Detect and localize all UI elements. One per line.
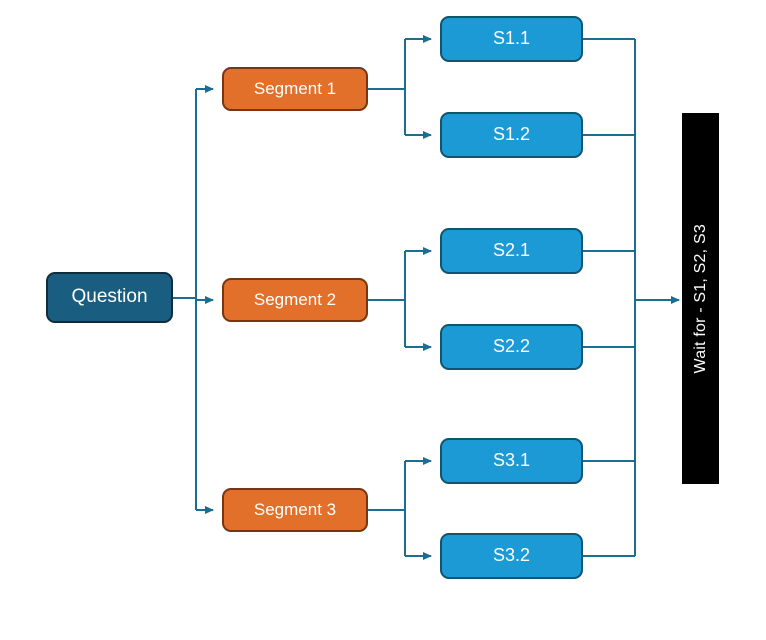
node-subtask-s3-2-label: S3.2 (492, 545, 531, 566)
node-subtask-s2-2[interactable]: S2.2 (440, 324, 583, 370)
node-wait-barrier-label: Wait for - S1, S2, S3 (691, 223, 709, 374)
node-segment-1-label: Segment 1 (253, 78, 337, 98)
node-segment-2[interactable]: Segment 2 (222, 278, 368, 322)
node-segment-3-label: Segment 3 (253, 499, 337, 519)
node-subtask-s1-1[interactable]: S1.1 (440, 16, 583, 62)
node-wait-barrier[interactable]: Wait for - S1, S2, S3 (682, 113, 719, 484)
node-subtask-s2-1[interactable]: S2.1 (440, 228, 583, 274)
node-subtask-s2-2-label: S2.2 (492, 336, 531, 357)
node-subtask-s3-1[interactable]: S3.1 (440, 438, 583, 484)
node-subtask-s1-2-label: S1.2 (492, 124, 531, 145)
node-segment-3[interactable]: Segment 3 (222, 488, 368, 532)
node-subtask-s3-2[interactable]: S3.2 (440, 533, 583, 579)
node-segment-2-label: Segment 2 (253, 289, 337, 309)
node-subtask-s1-2[interactable]: S1.2 (440, 112, 583, 158)
node-segment-1[interactable]: Segment 1 (222, 67, 368, 111)
node-question[interactable]: Question (46, 272, 173, 323)
node-question-label: Question (71, 286, 148, 308)
node-subtask-s3-1-label: S3.1 (492, 450, 531, 471)
node-subtask-s2-1-label: S2.1 (492, 240, 531, 261)
node-subtask-s1-1-label: S1.1 (492, 28, 531, 49)
